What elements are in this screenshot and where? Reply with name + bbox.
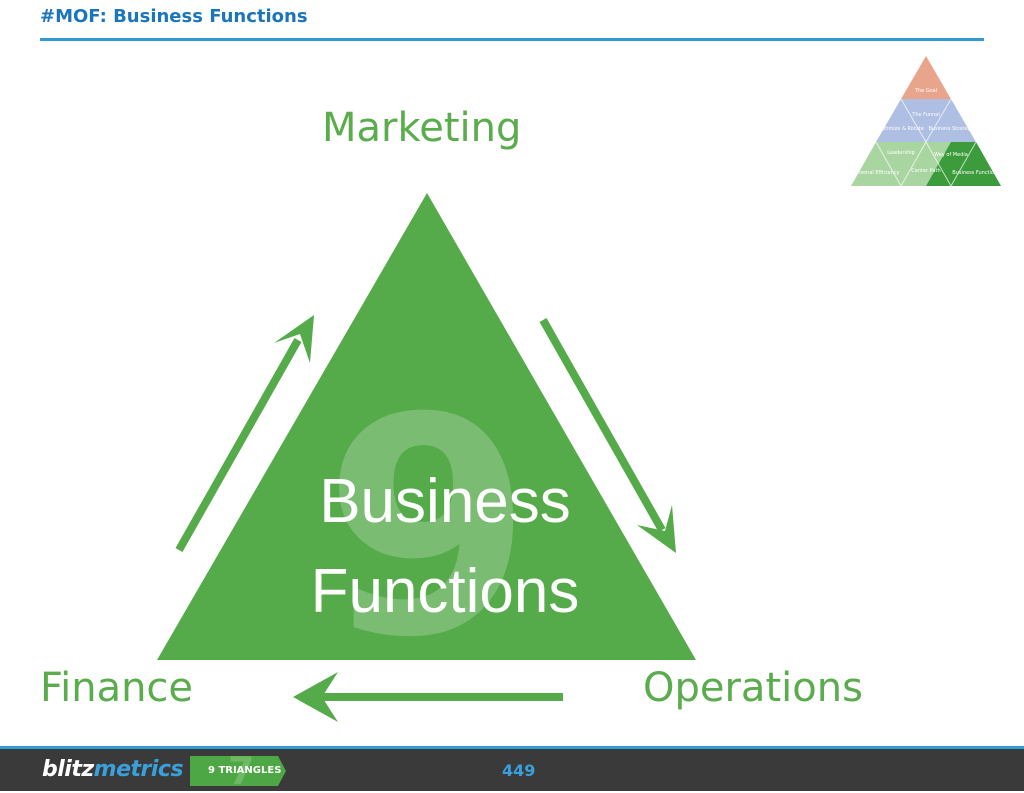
mini-pyramid-cell-8: Center Path [911, 168, 940, 174]
section-number: 7 [228, 749, 255, 793]
section-label: 9 TRIANGLES [208, 765, 282, 776]
mini-pyramid-cell-9: Business Functions [952, 170, 1000, 176]
title-divider [40, 38, 984, 41]
mini-pyramid-cell-4: Business Strategy [928, 126, 973, 132]
label-marketing: Marketing [322, 105, 522, 151]
footer-bar: blitzmetrics 7 9 TRIANGLES 449 [0, 749, 1024, 793]
section-chevron [190, 756, 286, 786]
triangle-watermark-number: 9 [324, 354, 533, 703]
main-triangle [157, 193, 696, 660]
mini-pyramid-cell-2: The Funnel [911, 112, 939, 118]
slide-title: #MOF: Business Functions [40, 6, 308, 27]
arrow-finance-to-marketing [175, 315, 314, 552]
brand-part-2: metrics [93, 757, 184, 782]
mini-pyramid-cell-5: Leadership [887, 150, 914, 156]
mini-pyramid-cell-7: Personal Efficiency [853, 170, 900, 176]
mini-pyramid-cell-3: Optimize & Rotate [878, 126, 924, 132]
blitzmetrics-logo: blitzmetrics [42, 757, 184, 782]
label-finance: Finance [40, 665, 194, 711]
arrow-operations-to-finance [293, 672, 563, 722]
mini-pyramid-cell-6: Way of Media [934, 152, 968, 158]
brand-part-1: blitz [42, 757, 94, 782]
mini-pyramid-cell-1: The Goal [914, 88, 937, 94]
page-number: 449 [502, 761, 536, 780]
footer-divider [0, 746, 1024, 749]
arrow-marketing-to-operations [539, 318, 676, 553]
triangle-title-line2: Functions [311, 557, 580, 626]
triangle-title-line1: Business [319, 467, 571, 536]
label-operations: Operations [643, 665, 863, 711]
mini-pyramid-icon: The Goal The Funnel Optimize & Rotate Bu… [851, 56, 1001, 188]
